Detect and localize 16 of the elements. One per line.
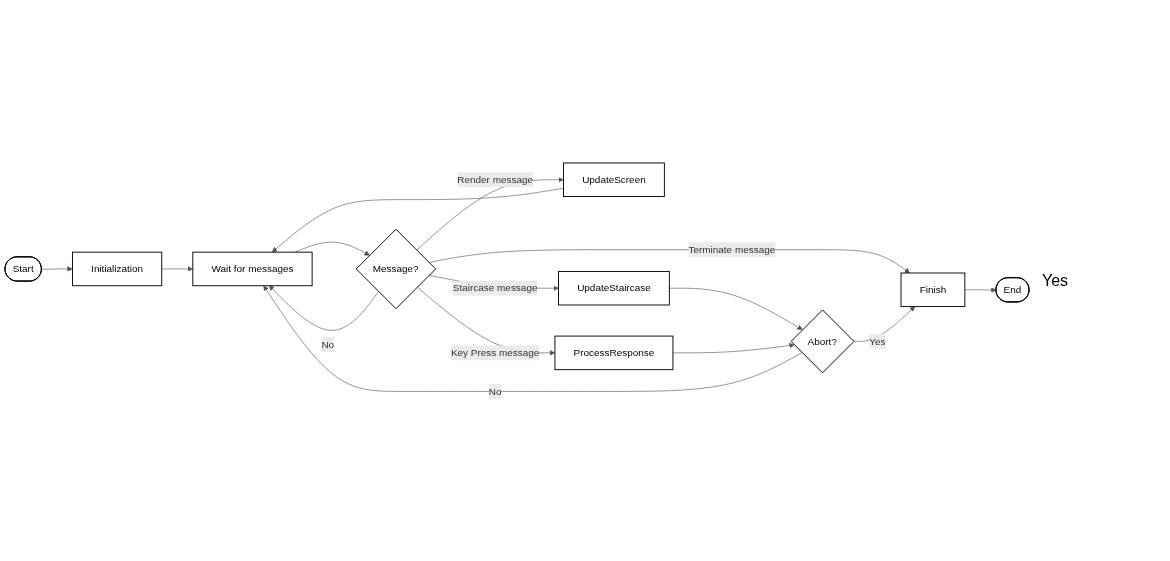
node-box: ProcessResponse <box>554 335 674 370</box>
node-box: Wait for messages <box>192 251 313 286</box>
node-box: Finish <box>900 272 966 307</box>
node-box: UpdateScreen <box>563 162 665 197</box>
node-box: Initialization <box>72 251 163 286</box>
edge-label: Terminate message <box>688 243 776 255</box>
edge-label: No <box>488 385 502 396</box>
node-box: UpdateStaircase <box>558 270 670 306</box>
node-diamond: Abort? <box>790 309 855 373</box>
edge-label: Render message <box>457 173 534 185</box>
note-text: Yes <box>1042 271 1069 290</box>
node-diamond: Message? <box>355 228 437 309</box>
edge-label: No <box>321 338 335 349</box>
edge-label: Yes <box>869 335 886 346</box>
edge-label: Key Press message <box>450 346 540 358</box>
edge-label: Staircase message <box>452 282 538 293</box>
